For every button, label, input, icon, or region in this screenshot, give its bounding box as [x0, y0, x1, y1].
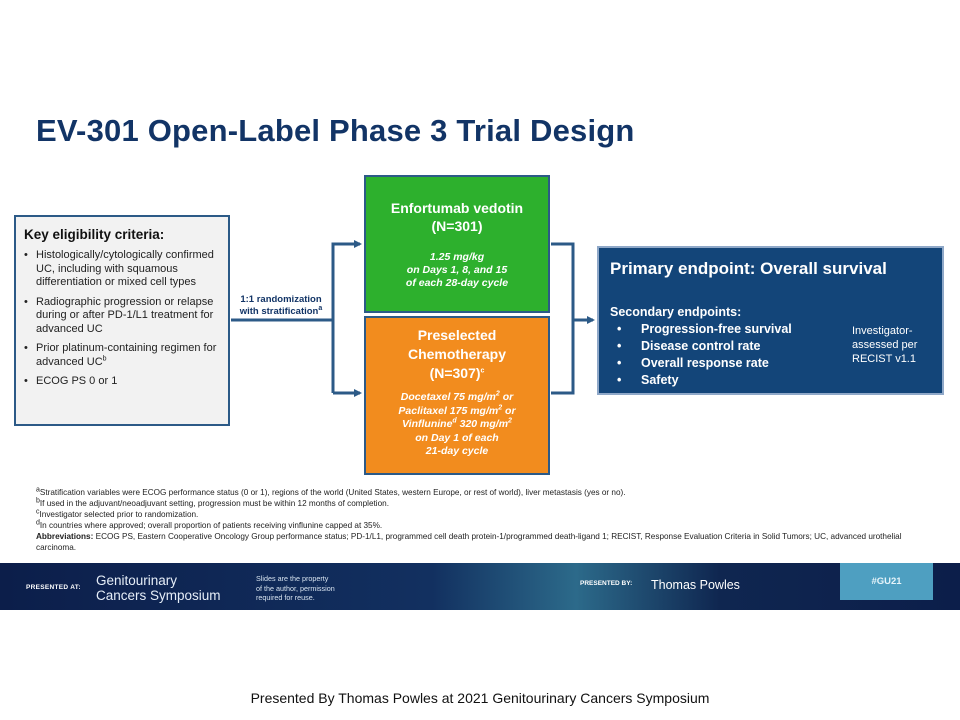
- slides-notice: Slides are the property of the author, p…: [256, 574, 335, 602]
- ev-arm-box: Enfortumab vedotin (N=301) 1.25 mg/kg on…: [364, 175, 550, 313]
- footnote-c: cInvestigator selected prior to randomiz…: [36, 508, 199, 519]
- randomization-label: 1:1 randomization with stratificationa: [239, 294, 323, 317]
- presented-by-label: PRESENTED BY:: [580, 580, 633, 587]
- presenter-name: Thomas Powles: [651, 578, 740, 592]
- footnote-ref-a: a: [318, 304, 323, 312]
- eligibility-list: Histologically/cytologically confirmed U…: [24, 249, 224, 395]
- randomization-arrow: [231, 240, 362, 397]
- secondary-endpoints-heading: Secondary endpoints:: [610, 305, 742, 319]
- eligibility-box: Key eligibility criteria: Histologically…: [14, 215, 230, 426]
- footnote-d: dIn countries where approved; overall pr…: [36, 519, 383, 530]
- eligibility-item: Radiographic progression or relapse duri…: [24, 296, 224, 337]
- eligibility-heading: Key eligibility criteria:: [24, 227, 165, 242]
- eligibility-item: Prior platinum-containing regimen for ad…: [24, 342, 224, 369]
- secondary-endpoint: Progression-free survival: [617, 321, 792, 338]
- ev-arm-name: Enfortumab vedotin (N=301): [390, 200, 524, 234]
- slide-caption: Presented By Thomas Powles at 2021 Genit…: [250, 690, 710, 706]
- footnote-ref-b: b: [102, 354, 107, 362]
- footnotes: aStratification variables were ECOG perf…: [36, 486, 926, 553]
- footnote-a: aStratification variables were ECOG perf…: [36, 486, 626, 497]
- hashtag-badge: #GU21: [840, 563, 933, 600]
- eligibility-item: ECOG PS 0 or 1: [24, 375, 224, 389]
- assessment-note: Investigator-assessed per RECIST v1.1: [852, 325, 918, 365]
- secondary-endpoints-list: Progression-free survival Disease contro…: [617, 321, 792, 389]
- meeting-name: Genitourinary Cancers Symposium: [96, 573, 221, 603]
- slide-title: EV-301 Open-Label Phase 3 Trial Design: [36, 113, 635, 148]
- eligibility-item: Histologically/cytologically confirmed U…: [24, 249, 224, 290]
- footnote-b: bIf used in the adjuvant/neoadjuvant set…: [36, 497, 389, 508]
- ev-arm-dosing: 1.25 mg/kg on Days 1, 8, and 15 of each …: [405, 251, 509, 289]
- secondary-endpoint: Overall response rate: [617, 355, 792, 372]
- secondary-endpoint: Safety: [617, 372, 792, 389]
- primary-endpoint: Primary endpoint: Overall survival: [610, 259, 887, 278]
- presentation-banner: PRESENTED AT: Genitourinary Cancers Symp…: [0, 563, 960, 610]
- presented-at-label: PRESENTED AT:: [26, 584, 81, 591]
- abbreviations: Abbreviations: ECOG PS, Eastern Cooperat…: [36, 532, 902, 552]
- chemo-arm-dosing: Docetaxel 75 mg/m2 or Paclitaxel 175 mg/…: [398, 390, 516, 458]
- secondary-endpoint: Disease control rate: [617, 338, 792, 355]
- chemo-arm-box: Preselected Chemotherapy (N=307)c Doceta…: [364, 316, 550, 475]
- merge-arrow: [551, 242, 595, 395]
- chemo-arm-name: Preselected Chemotherapy (N=307)c: [407, 327, 507, 381]
- endpoints-box: Primary endpoint: Overall survival Secon…: [597, 246, 944, 395]
